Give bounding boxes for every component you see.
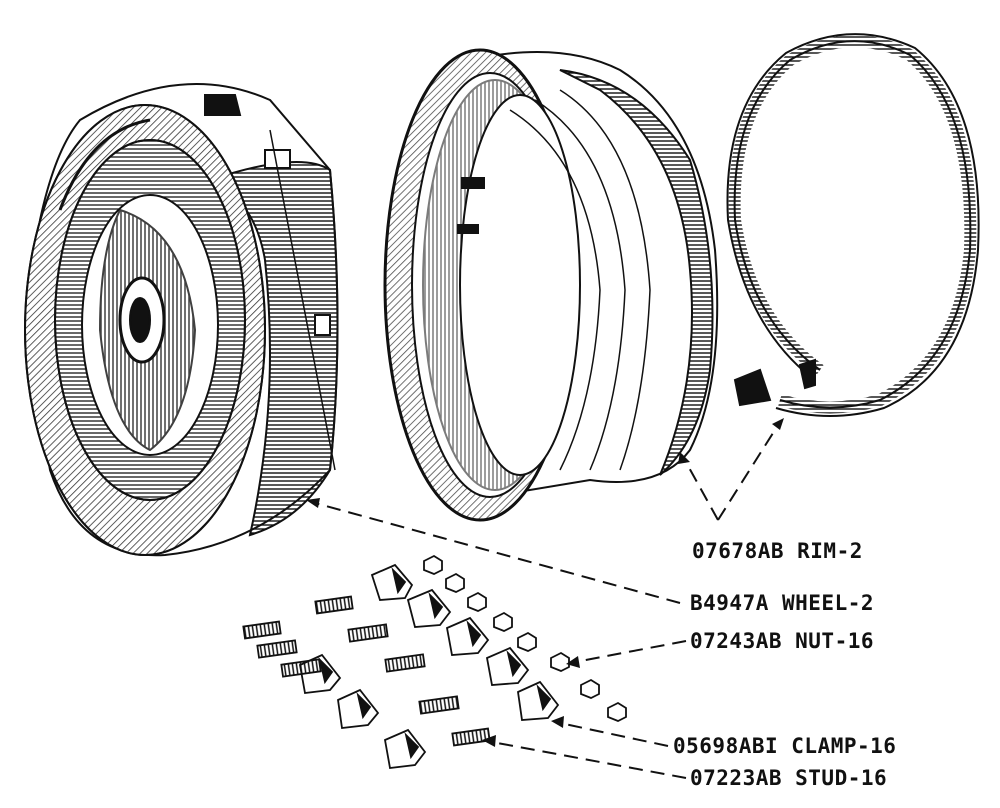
rim-leader-b bbox=[717, 421, 781, 521]
stud-leader bbox=[491, 741, 687, 779]
nut-leader bbox=[574, 640, 687, 663]
hardware-drawing bbox=[242, 554, 627, 769]
clamp-leader bbox=[559, 722, 669, 747]
leader-lines bbox=[314, 421, 781, 779]
rim-part-label: 07678AB RIM-2 bbox=[692, 539, 863, 563]
wheel-drawing bbox=[24, 83, 339, 557]
wheel-part-label: B4947A WHEEL-2 bbox=[690, 591, 875, 615]
nut-part-label: 07243AB NUT-16 bbox=[690, 629, 875, 653]
clamp-part-label: 05698ABI CLAMP-16 bbox=[673, 734, 897, 758]
lock-ring-drawing bbox=[726, 33, 980, 417]
stud-part-label: 07223AB STUD-16 bbox=[690, 766, 888, 790]
rim-leader-a bbox=[681, 454, 719, 521]
wheel-leader bbox=[314, 502, 681, 604]
rim-drawing bbox=[383, 48, 719, 522]
leader-arrowheads bbox=[306, 418, 784, 747]
